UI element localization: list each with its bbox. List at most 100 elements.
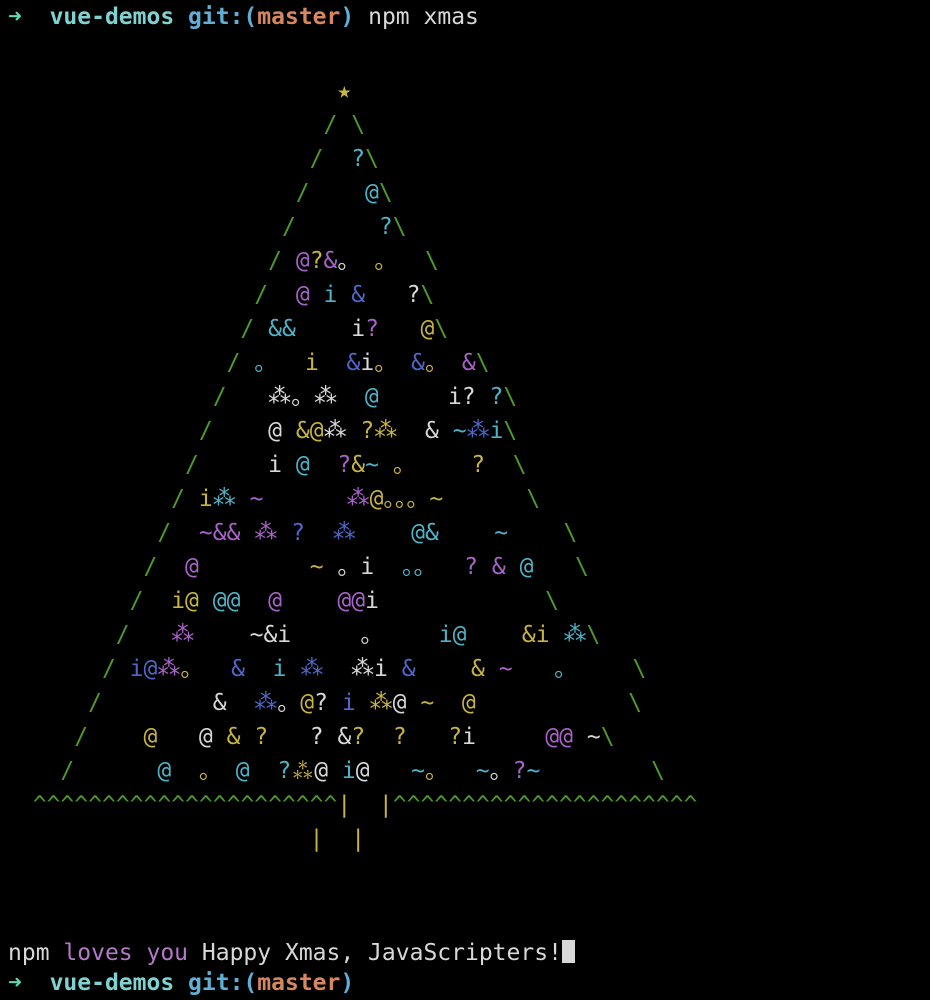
tree-glyph: [328, 690, 342, 716]
tree-glyph: ⁂: [254, 690, 278, 716]
tree-glyph: @: [314, 758, 329, 784]
tree-glyph: ⁂: [157, 656, 181, 682]
tree-glyph: [5, 792, 33, 818]
tree-glyph: &&: [212, 520, 241, 546]
tree-glyph: i: [277, 622, 292, 648]
prompt-command: npm xmas: [368, 4, 479, 30]
tree-glyph: i@: [129, 656, 158, 682]
tree-glyph: [5, 724, 74, 750]
tree-glyph: &: [212, 690, 227, 716]
tree-glyph: i: [489, 418, 504, 444]
tree-glyph: [199, 588, 213, 614]
tree-glyph: &: [323, 248, 338, 274]
tree-glyph: [443, 486, 526, 512]
tree-glyph: [5, 78, 337, 104]
tree-glyph: [291, 622, 360, 648]
tree-glyph: [296, 214, 379, 240]
prompt-line: ➜ vue-demos git:(master) npm xmas: [8, 0, 479, 34]
second-prompt-line[interactable]: ➜ vue-demos git:(master): [8, 966, 354, 1000]
tree-glyph: ~: [365, 452, 379, 478]
tree-glyph: [143, 588, 171, 614]
tree-glyph: ^^^^^^^^^^^^^^^^^^^^^^: [32, 792, 338, 818]
tree-glyph: \: [526, 486, 541, 512]
tree-glyph: ?: [309, 248, 324, 274]
tree-glyph: [5, 588, 130, 614]
tree-glyph: 。: [374, 350, 398, 376]
tree-glyph: [277, 520, 291, 546]
tree-row: | |: [5, 822, 365, 856]
tree-glyph: \: [586, 622, 601, 648]
tree-glyph: 。: [180, 656, 204, 682]
tree-row: / ?\: [5, 142, 379, 176]
tree-glyph: 。: [413, 554, 437, 580]
tree-row: / ?\: [5, 210, 407, 244]
tree-glyph: [88, 724, 143, 750]
tree-glyph: [439, 520, 494, 546]
tree-glyph: /: [254, 282, 269, 308]
tree-glyph: ~: [475, 758, 490, 784]
tree-glyph: i: [272, 656, 287, 682]
tree-glyph: [236, 486, 250, 512]
tree-glyph: 。: [489, 758, 513, 784]
tree-glyph: ⁂: [254, 520, 278, 546]
tree-glyph: [5, 520, 157, 546]
tree-glyph: [323, 656, 351, 682]
tree-glyph: &: [491, 554, 506, 580]
tree-glyph: ?: [464, 554, 479, 580]
prompt-git-suffix: ): [340, 4, 355, 30]
tree-glyph: [370, 758, 412, 784]
tree-glyph: [448, 758, 476, 784]
tree-glyph: ?: [378, 214, 393, 240]
tree-glyph: 。: [254, 350, 278, 376]
tree-glyph: 。: [406, 486, 430, 512]
tree-glyph: &: [471, 656, 485, 682]
tree-glyph: [282, 452, 296, 478]
tree-glyph: 。: [198, 758, 222, 784]
tree-glyph: \: [545, 588, 559, 614]
tree-glyph: ⁂: [563, 622, 587, 648]
prompt-git-branch: master: [257, 4, 341, 30]
tree-row: / i @ ?&~ 。 ? \: [5, 448, 527, 482]
tree-glyph: [203, 656, 231, 682]
tree-glyph: ~: [420, 690, 435, 716]
tree-glyph: [286, 656, 300, 682]
tree-glyph: \: [503, 384, 518, 410]
tree-glyph: [5, 248, 268, 274]
tree-glyph: ⁂: [332, 520, 356, 546]
tree-glyph: /: [60, 758, 75, 784]
tree-glyph: [5, 690, 88, 716]
tree-glyph: \: [378, 180, 393, 206]
tree-glyph: ~: [586, 724, 601, 750]
tree-row: ★: [5, 74, 351, 108]
tree-glyph: [383, 622, 438, 648]
tree-glyph: @: [519, 554, 534, 580]
tree-glyph: i: [374, 656, 388, 682]
tree-row: / @\: [5, 176, 393, 210]
tree-glyph: [324, 724, 338, 750]
tree-glyph: [74, 758, 157, 784]
tree-row: / @ ~ 。i 。。 ? & @ \: [5, 550, 588, 584]
tree-glyph: @@: [337, 588, 366, 614]
tree-glyph: \: [600, 724, 615, 750]
tree-glyph: @: [309, 418, 324, 444]
tree-glyph: 。: [277, 690, 301, 716]
tree-glyph: &: [401, 656, 416, 682]
tree-glyph: 。: [291, 384, 315, 410]
tree-glyph: @: [420, 316, 435, 342]
tree-glyph: /: [295, 180, 310, 206]
tree-glyph: [254, 316, 268, 342]
tree-glyph: [356, 520, 411, 546]
tree-glyph: [351, 792, 379, 818]
tree-glyph: &: [461, 350, 476, 376]
tree-row: / @ i & ?\: [5, 278, 434, 312]
tree-glyph: \: [351, 112, 366, 138]
tree-glyph: [397, 248, 425, 274]
tree-glyph: [157, 554, 185, 580]
tree-glyph: /: [171, 486, 186, 512]
tree-row: / ⁂ ~&i 。 i@ &i ⁂\: [5, 618, 601, 652]
tree-glyph: [577, 656, 632, 682]
tree-glyph: [310, 282, 324, 308]
tree-glyph: &: [351, 452, 366, 478]
tree-glyph: ⁂: [346, 486, 370, 512]
tree-glyph: /: [143, 554, 158, 580]
